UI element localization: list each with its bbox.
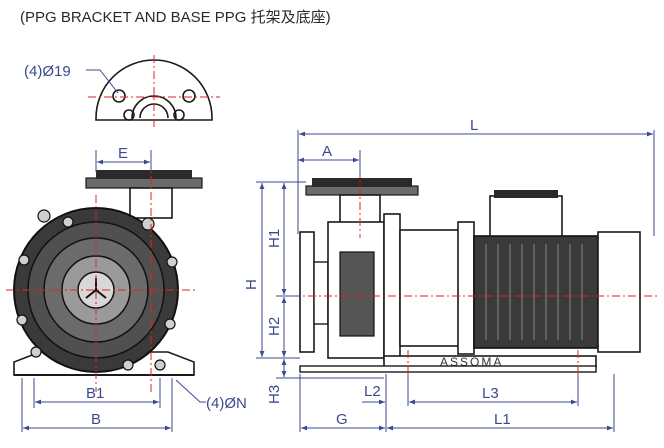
holes-base-label: (4)ØN [206,395,247,412]
pump-front-view [13,170,203,376]
dim-bottom [299,374,615,432]
dim-L-label: L [470,117,478,134]
dim-H3-label: H3 [266,385,283,404]
dim-vertical [256,181,384,379]
dim-B1-label: B1 [86,385,104,402]
dim-L3-label: L3 [482,385,499,402]
front-centerlines [6,160,196,392]
dim-G-label: G [336,411,348,428]
drawing-title: (PPG BRACKET AND BASE PPG 托架及底座) [20,9,331,26]
dim-B-label: B [91,411,101,428]
dim-B1: B1 [21,378,173,432]
dim-L1-label: L1 [494,411,511,428]
holes-base-callout: (4)ØN [175,379,247,412]
dim-H2-label: H2 [266,317,283,336]
dim-B: B [23,411,171,431]
dim-E-label: E [118,145,128,162]
holes-top-callout: (4)Ø19 [24,63,119,94]
dim-H1-label: H1 [266,229,283,248]
flange-top-centerlines [88,55,220,130]
holes-top-label: (4)Ø19 [24,63,71,80]
dim-H-label: H [243,279,260,290]
dim-L2-label: L2 [364,383,381,400]
dim-E: E [95,145,152,172]
dim-A: A [298,143,361,176]
pump-side-view: ASSOMA [299,178,641,373]
dim-A-label: A [322,143,332,160]
